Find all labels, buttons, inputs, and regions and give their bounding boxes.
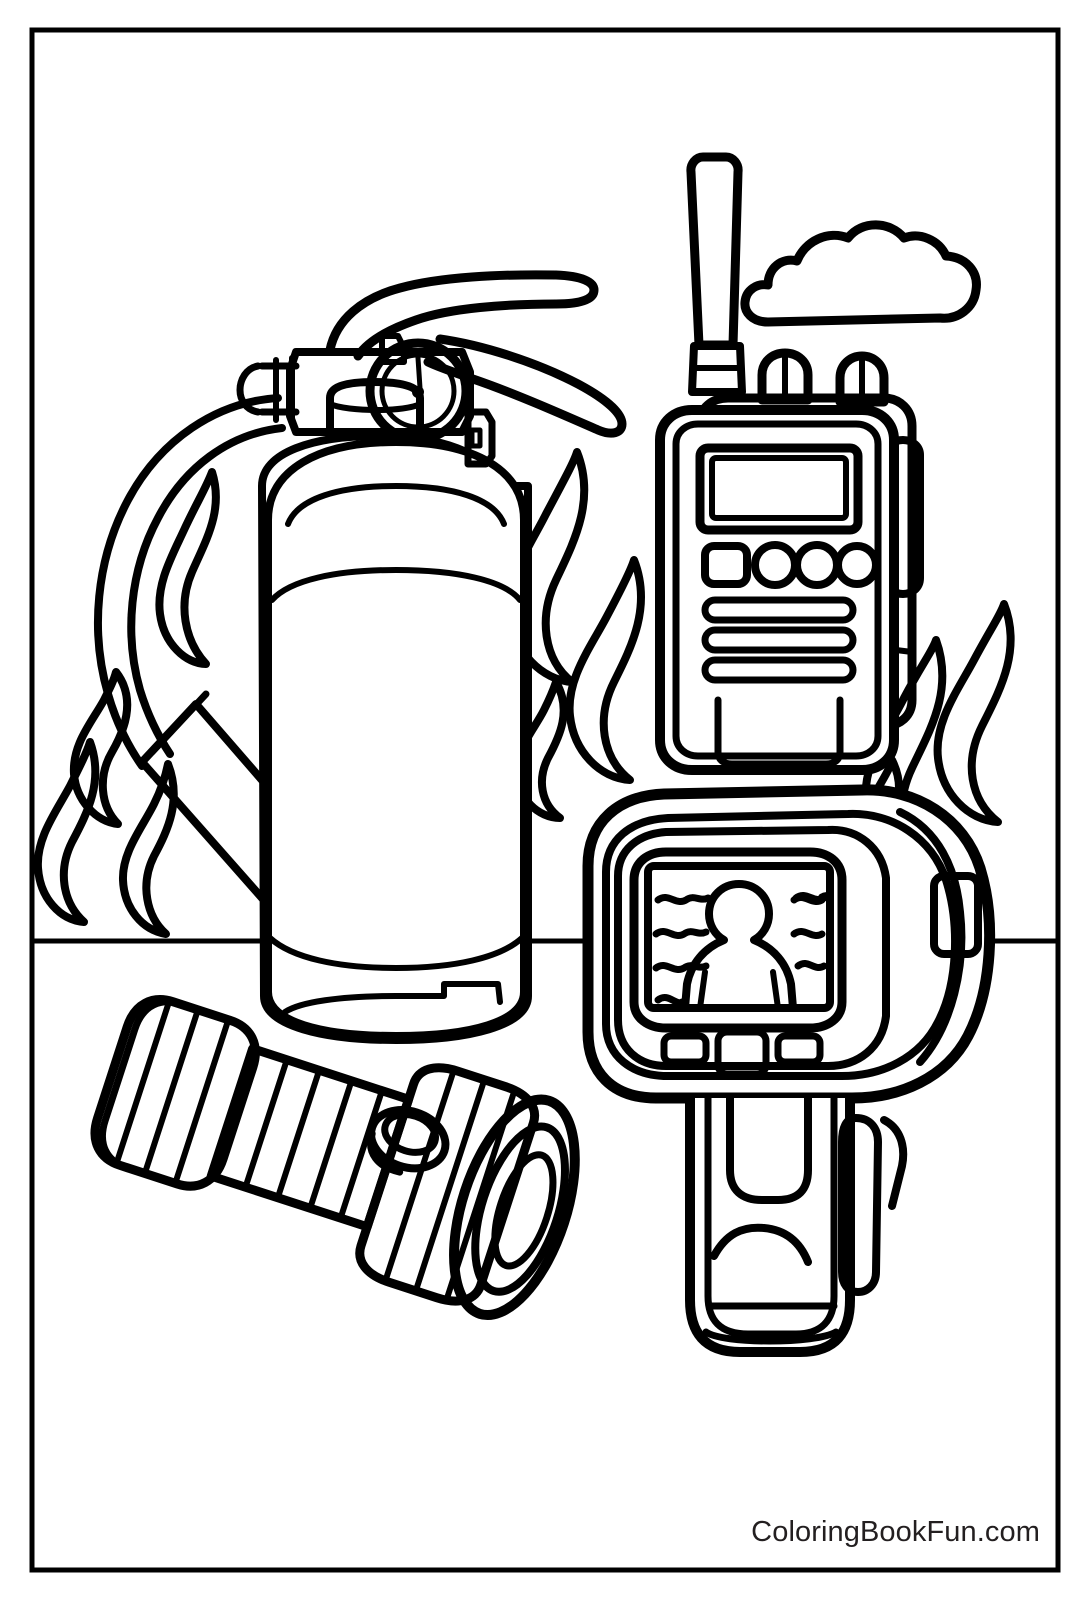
extinguisher-valve-body [236, 333, 496, 468]
pressure-gauge [365, 338, 471, 444]
camera-button-small-left [660, 1032, 710, 1066]
walkie-talkie-knobs [757, 348, 889, 407]
extinguisher-carry-handle [325, 270, 599, 361]
flame-8 [933, 600, 1015, 826]
flame-1 [155, 468, 220, 668]
speaker-grille-bar-2 [701, 626, 857, 654]
flame-6 [565, 556, 645, 784]
walkie-talkie-body-inner [672, 420, 882, 760]
lens-inner-ring [471, 1122, 569, 1296]
walkie-talkie [655, 152, 924, 775]
camera-grip-curve [710, 1223, 812, 1266]
camera-screen-bezel [629, 847, 847, 1033]
walkie-talkie-battery-panel [714, 696, 844, 768]
speaker-grille-bar-3 [701, 656, 857, 684]
walkie-talkie-buttons [701, 541, 880, 589]
walkie-talkie-side-tick [893, 647, 915, 655]
camera-button-center [714, 1028, 770, 1078]
flame-2 [69, 668, 132, 828]
camera-side-fin [880, 1116, 908, 1210]
square-button [701, 542, 751, 588]
lens-outer-ring [449, 1094, 580, 1321]
flashlight [90, 995, 580, 1321]
page-border [29, 27, 1061, 1573]
extinguisher-cylinder [258, 432, 532, 1044]
round-button-3 [834, 542, 880, 588]
camera-front-panel [614, 825, 890, 1070]
fire-extinguisher [94, 270, 627, 1044]
flame-7 [512, 678, 568, 822]
flame-3 [34, 738, 100, 926]
speaker-grille-bar-1 [701, 596, 857, 624]
walkie-talkie-antenna [686, 152, 746, 396]
extinguisher-hose [94, 394, 286, 770]
knob-right [835, 351, 889, 407]
lens-center [491, 1151, 557, 1270]
walkie-talkie-speaker-grille [701, 596, 857, 684]
camera-right-contour [896, 808, 966, 1066]
flame-5 [505, 448, 589, 686]
camera-heat-wave-right [790, 892, 830, 971]
flame-group-left [34, 468, 220, 938]
camera-inner-shell [602, 809, 959, 1080]
site-watermark: ColoringBookFun.com [751, 1516, 1040, 1548]
camera-handle-base-ring-2 [702, 1328, 840, 1345]
flashlight-tail-cap [90, 995, 260, 1191]
extinguisher-trigger-lever [423, 334, 627, 438]
thermal-imaging-camera [582, 784, 996, 1357]
camera-buttons [660, 1028, 824, 1078]
walkie-talkie-rear-body [695, 393, 917, 731]
camera-heat-wave-left [652, 894, 712, 1007]
cloud [740, 220, 981, 327]
camera-trigger-well [726, 1094, 812, 1204]
camera-button-small-right [774, 1032, 824, 1066]
flashlight-lens [449, 1094, 580, 1321]
knob-left [757, 348, 813, 405]
flame-4 [118, 760, 178, 938]
flashlight-push-button-switch [367, 1106, 450, 1176]
flame-group-center [505, 448, 645, 822]
camera-grip-handle-inner [704, 1094, 838, 1338]
camera-thumb-rest [838, 1114, 882, 1296]
scene-artwork [34, 152, 1056, 1357]
camera-human-heat-figure [681, 880, 797, 1012]
walkie-talkie-lcd-display [695, 443, 863, 535]
